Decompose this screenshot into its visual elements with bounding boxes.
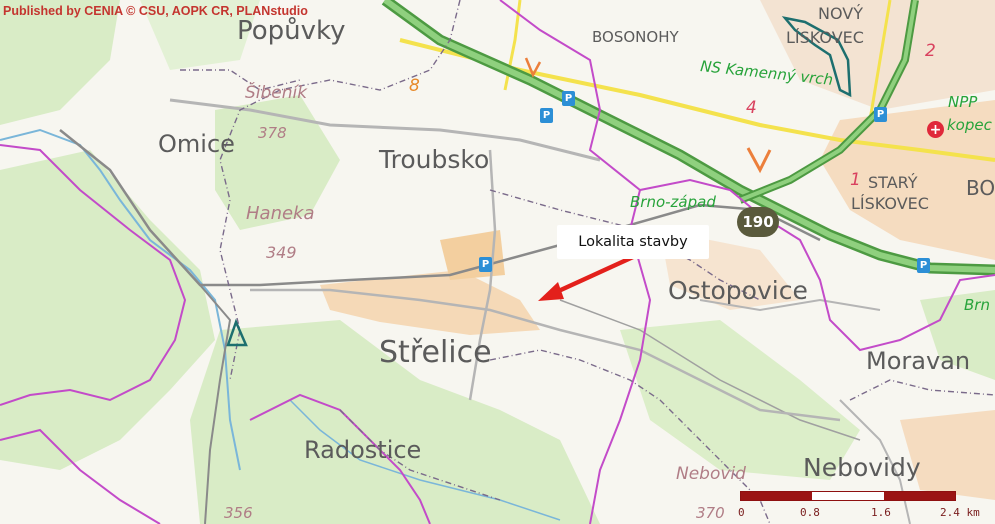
place-label-liskovec-bottom: LÍSKOVEC: [851, 194, 929, 213]
urban-area: [820, 100, 995, 260]
road: [169, 98, 601, 162]
railway: [199, 284, 232, 524]
road: [699, 298, 881, 312]
place-label-novy: NOVÝ: [818, 4, 863, 23]
scale-tick-label: 0.8: [800, 506, 820, 519]
municipal-boundary: [180, 69, 301, 91]
scale-bar: [740, 491, 956, 501]
municipal-boundary: [489, 349, 771, 524]
scale-tick-label: 1.6: [871, 506, 891, 519]
parking-icon: P: [479, 257, 492, 272]
admin-boundary: [0, 144, 187, 406]
place-label-bosonohy: BOSONOHY: [592, 28, 679, 46]
place-label-liskovec-top: LÍSKOVEC: [786, 28, 864, 47]
motorway: [739, 0, 917, 202]
forest-area: [190, 320, 600, 524]
reserve-label-kopec: kopec: [947, 116, 992, 134]
place-label-bo: BO: [966, 176, 995, 200]
route-marker: [746, 147, 772, 174]
place-label-omice: Omice: [158, 130, 235, 158]
place-label-radostice: Radostice: [304, 436, 422, 464]
scale-segment: [883, 492, 955, 500]
river: [289, 399, 561, 521]
district-number-1: 1: [850, 170, 861, 190]
place-label-moravan: Moravan: [866, 347, 971, 375]
parking-icon: P: [917, 258, 930, 273]
medical-cross-icon: +: [927, 121, 944, 138]
reserve-outline: [781, 16, 852, 98]
scale-tick-label: 0: [738, 506, 745, 519]
place-label-nebovidy: Nebovidy: [803, 453, 921, 482]
hill-elevation-bottom: 356: [224, 504, 253, 522]
road-label-brno-zapad: Brno-západ: [630, 193, 716, 211]
motorway: [383, 0, 995, 273]
red-arrow-icon: [551, 254, 634, 297]
road-yellow: [868, 0, 892, 121]
forest-area: [0, 0, 120, 125]
municipal-boundary: [339, 409, 501, 501]
railway: [59, 129, 821, 287]
river: [0, 128, 241, 471]
place-label-popuvky: Popůvky: [237, 16, 346, 46]
map-credit: Published by CENIA © CSU, AOPK CR, PLANs…: [3, 4, 308, 18]
road-number-shield: 190: [737, 207, 779, 237]
parking-icon: P: [874, 107, 887, 122]
site-callout: Lokalita stavby: [557, 225, 709, 259]
hill-elevation-sibenik: 378: [258, 124, 287, 142]
hill-elevation-nebovid: 370: [696, 504, 725, 522]
road: [250, 288, 841, 422]
place-label-ostopovice: Ostopovice: [668, 276, 808, 305]
forest-area: [215, 95, 340, 230]
hill-label-haneka: Haneka: [246, 203, 315, 224]
parking-icon: P: [540, 108, 553, 123]
reserve-outline: [226, 318, 248, 347]
district-number-2: 2: [925, 41, 936, 61]
forest-area: [920, 290, 995, 380]
hill-elevation-haneka: 349: [266, 243, 297, 262]
district-number-4: 4: [746, 98, 757, 118]
forest-area: [0, 150, 215, 470]
forest-area: [140, 0, 260, 70]
municipal-boundary: [489, 189, 761, 301]
place-label-strelice: Střelice: [379, 335, 492, 370]
admin-boundary: [0, 428, 161, 524]
municipal-boundary: [219, 0, 461, 381]
road: [468, 149, 497, 401]
scale-tick-label: 2.4 km: [940, 506, 980, 519]
scale-segment: [741, 492, 813, 500]
hill-label-nebovid: Nebovid: [676, 464, 746, 484]
reserve-label-npp: NPP: [948, 93, 978, 111]
road: [839, 399, 911, 524]
parking-icon: P: [562, 91, 575, 106]
route-marker: [524, 57, 542, 78]
red-arrow-icon: [538, 282, 564, 301]
urban-area: [760, 0, 995, 110]
scale-segment: [812, 492, 884, 500]
urban-area: [900, 410, 995, 500]
place-label-troubsko: Troubsko: [379, 145, 490, 174]
district-number-8: 8: [409, 76, 420, 96]
road-label-brno: Brn: [964, 296, 990, 314]
hill-label-sibenik: Šibeník: [245, 83, 308, 103]
railway: [559, 299, 861, 441]
place-label-stary: STARÝ: [868, 173, 918, 192]
site-callout-label: Lokalita stavby: [578, 234, 688, 250]
municipal-boundary: [849, 379, 995, 401]
